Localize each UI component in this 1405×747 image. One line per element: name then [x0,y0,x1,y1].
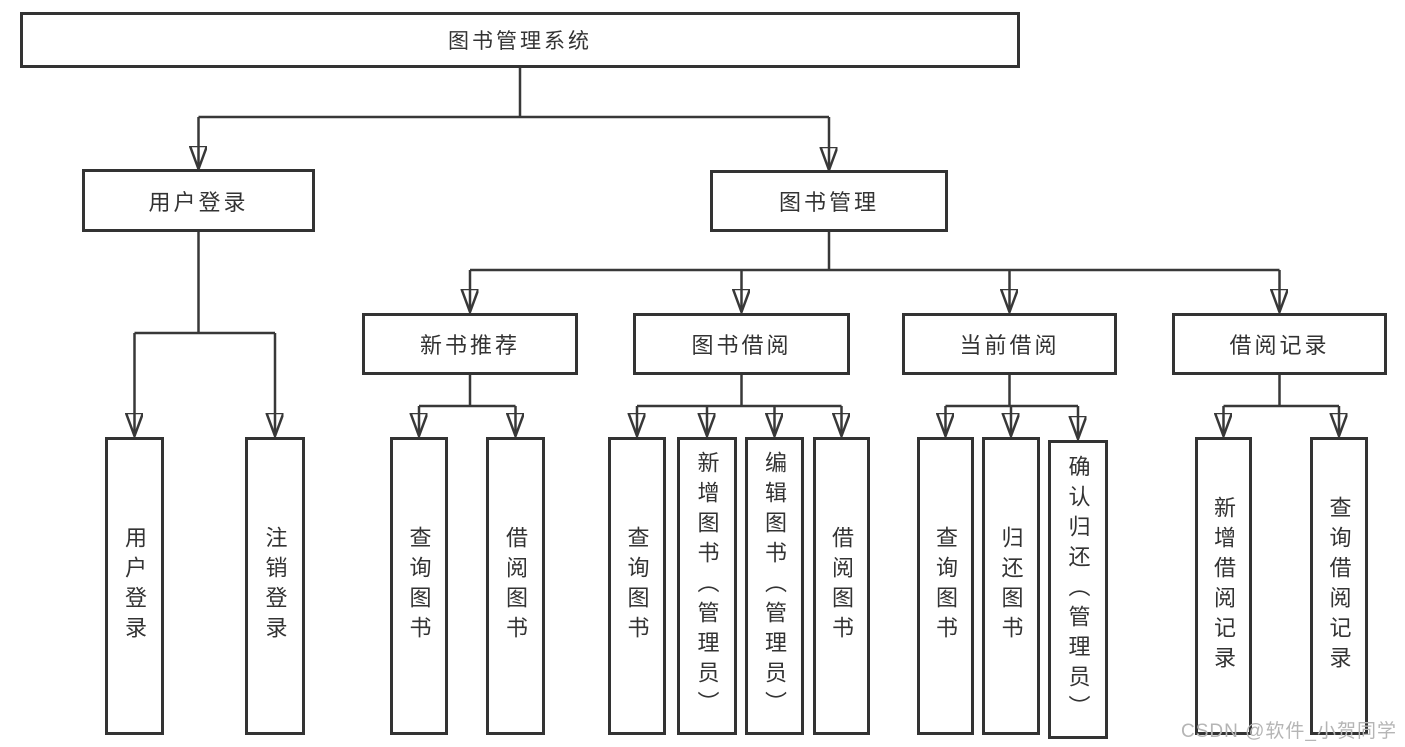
arrow-drops [135,117,1340,439]
leaf-label: 归还图书 [998,526,1024,646]
node-label: 图书管理系统 [448,30,592,53]
leaf-label: 新增借阅记录 [1211,496,1237,676]
tree-trunk-lines [134,68,1339,408]
node-library-management-system: 图书管理系统 [20,12,1020,68]
leaf-label: 借阅图书 [829,526,855,646]
leaf-label: 借阅图书 [503,526,529,646]
leaf-query-books-current: 查询图书 [917,437,974,735]
node-label: 新书推荐 [419,333,520,358]
leaf-label: 查询图书 [933,526,959,646]
leaf-borrow-books: 借阅图书 [813,437,870,735]
leaf-add-books-admin: 新增图书（管理员） [677,437,737,735]
node-label: 图书管理 [778,190,879,215]
node-new-book-recommendation: 新书推荐 [362,313,578,375]
leaf-label: 注销登录 [262,526,288,646]
leaf-label: 查询图书 [406,526,432,646]
leaf-edit-books-admin: 编辑图书（管理员） [745,437,804,735]
node-current-borrowing: 当前借阅 [902,313,1117,375]
leaf-label: 确认归还（管理员） [1065,454,1091,725]
leaf-add-borrow-record: 新增借阅记录 [1195,437,1252,735]
node-book-management: 图书管理 [710,170,948,232]
node-label: 用户登录 [148,189,249,215]
node-label: 借阅记录 [1229,333,1330,358]
leaf-borrow-books-recommend: 借阅图书 [486,437,545,735]
leaf-query-books-borrowing: 查询图书 [608,437,666,735]
leaf-label: 用户登录 [122,526,148,646]
leaf-label: 查询借阅记录 [1326,496,1352,676]
leaf-query-borrow-record: 查询借阅记录 [1310,437,1368,735]
leaf-confirm-return-admin: 确认归还（管理员） [1048,440,1108,739]
node-user-login: 用户登录 [82,169,315,232]
node-label: 当前借阅 [959,333,1060,358]
node-borrowing-records: 借阅记录 [1172,313,1387,375]
node-label: 图书借阅 [691,333,792,358]
watermark: CSDN @软件_小贺同学 [1181,721,1397,742]
node-book-borrowing: 图书借阅 [633,313,850,375]
leaf-label: 查询图书 [624,526,650,646]
leaf-label: 新增图书（管理员） [694,451,720,721]
leaf-label: 编辑图书（管理员） [762,451,788,721]
leaf-user-login: 用户登录 [105,437,164,735]
leaf-return-books: 归还图书 [982,437,1040,735]
leaf-logout: 注销登录 [245,437,305,735]
leaf-query-books-recommend: 查询图书 [390,437,448,735]
